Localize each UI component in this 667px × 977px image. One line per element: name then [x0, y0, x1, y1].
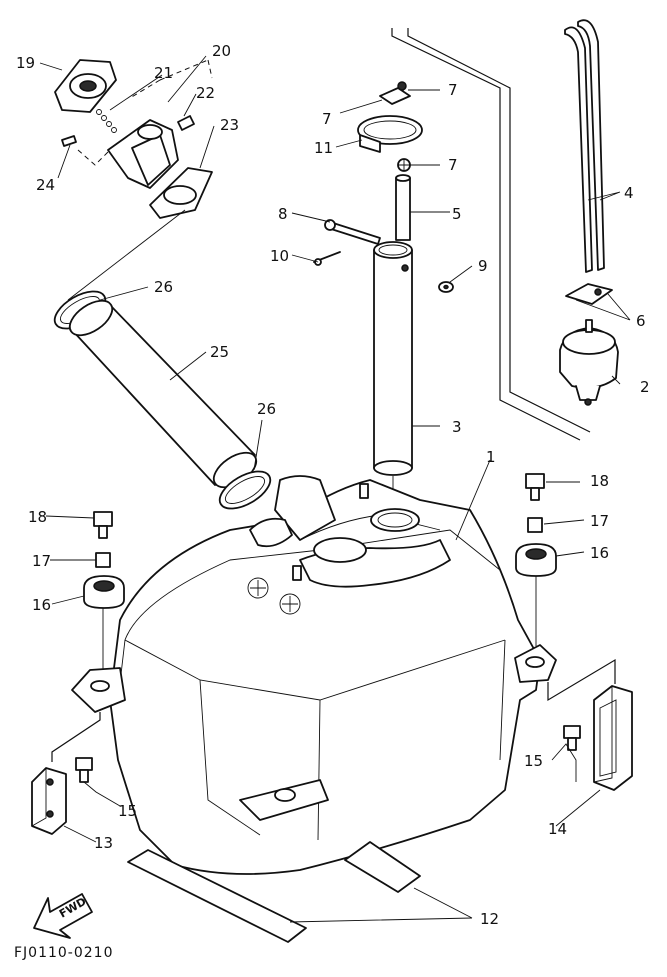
callout-2: 2	[640, 378, 650, 396]
leader-lines	[39, 55, 631, 923]
hose-clamp-11	[357, 115, 423, 153]
bracket-14	[593, 685, 633, 791]
bolt-15-left	[75, 757, 93, 783]
clamp-26-lower	[218, 470, 272, 510]
callout-22: 22	[196, 84, 215, 102]
callout-18b: 18	[590, 472, 609, 490]
drawing-code: FJ0110-0210	[14, 945, 114, 961]
callout-26a: 26	[154, 278, 173, 296]
callout-21: 21	[154, 64, 173, 82]
filler-pipe-3	[373, 241, 413, 476]
callout-15b: 15	[524, 752, 543, 770]
callout-16a: 16	[32, 596, 51, 614]
assembly-line-23-26	[67, 209, 186, 301]
callout-23: 23	[220, 116, 239, 134]
fill-hose-25	[68, 299, 258, 489]
fwd-arrow-icon: FWD	[33, 893, 93, 939]
damper-16-left	[83, 575, 125, 609]
callout-17a: 17	[32, 552, 51, 570]
callout-17b: 17	[590, 512, 609, 530]
callout-4: 4	[624, 184, 634, 202]
callout-10: 10	[270, 247, 289, 265]
callout-7b: 7	[322, 110, 332, 128]
gasket-23	[149, 167, 213, 219]
callout-14: 14	[548, 820, 567, 838]
breather-route	[391, 28, 591, 441]
callout-25: 25	[210, 343, 229, 361]
bracket-13-link	[51, 712, 101, 762]
callout-13: 13	[94, 834, 113, 852]
bolt-15-right	[563, 725, 581, 751]
callout-1: 1	[486, 448, 496, 466]
filler-cap-19	[54, 59, 117, 113]
bracket-24	[77, 149, 111, 166]
bracket-14-link	[547, 658, 616, 702]
clip-7-top	[379, 81, 411, 105]
fuel-filter-2	[559, 319, 619, 406]
callout-12: 12	[480, 910, 499, 928]
bolt-18-left	[93, 511, 113, 539]
collar-17-right	[527, 517, 543, 533]
filler-neck-20	[107, 119, 179, 189]
screw-22	[177, 115, 195, 131]
clip-7-mid	[397, 158, 411, 172]
cotter-pin-10	[313, 251, 341, 266]
breather-hose-4	[564, 19, 605, 273]
callout-6: 6	[636, 312, 646, 330]
washer-9	[438, 281, 454, 293]
callout-18a: 18	[28, 508, 47, 526]
bolt-18-right	[525, 473, 545, 501]
fuel-tank-1	[71, 475, 557, 875]
callout-26b: 26	[257, 400, 276, 418]
pipe-5	[395, 174, 411, 241]
callout-7a: 7	[448, 81, 458, 99]
callout-20: 20	[212, 42, 231, 60]
bracket-20-21	[129, 59, 213, 99]
callout-3: 3	[452, 418, 462, 436]
collar-17-left	[95, 552, 111, 568]
pin-8	[324, 219, 381, 245]
callout-9: 9	[478, 257, 488, 275]
callout-24: 24	[36, 176, 55, 194]
callout-7c: 7	[448, 156, 458, 174]
joint-6	[565, 283, 613, 305]
pad-12-long	[127, 849, 307, 943]
pad-12-short	[344, 841, 421, 893]
bracket-13	[31, 767, 67, 835]
callout-19: 19	[16, 54, 35, 72]
cap-chain-21	[96, 109, 117, 133]
damper-16-right	[515, 543, 557, 577]
callout-15a: 15	[118, 802, 137, 820]
screw-24	[61, 135, 77, 147]
callout-labels: 19 20 21 22 23 24 26 25 26 7 7 11 7 5 8 …	[16, 42, 650, 928]
callout-16b: 16	[590, 544, 609, 562]
callout-11: 11	[314, 139, 333, 157]
callout-5: 5	[452, 205, 462, 223]
callout-8: 8	[278, 205, 288, 223]
